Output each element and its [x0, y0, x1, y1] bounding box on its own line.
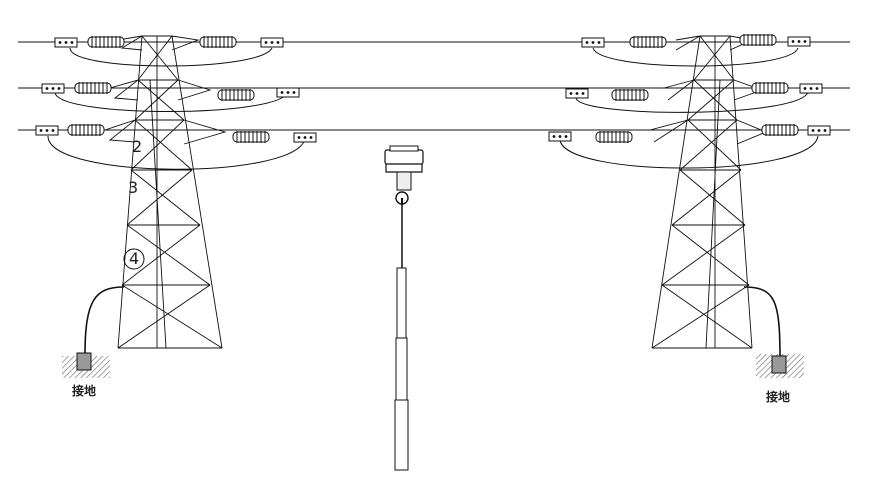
- grounding-electrode-left-icon: [62, 352, 110, 378]
- insulator-icon: [739, 33, 777, 47]
- clamp-icon: [581, 37, 605, 48]
- insulator-icon: [199, 35, 237, 49]
- insulator-icon: [217, 88, 255, 102]
- tower-label-2: 2: [132, 137, 143, 156]
- clamp-icon: [35, 125, 59, 136]
- clamp-icon: [565, 88, 589, 99]
- tower-label-3: 3: [128, 178, 139, 197]
- label-4-circle: [123, 248, 145, 270]
- insulator-icon: [611, 88, 649, 102]
- clamp-icon: [54, 37, 78, 48]
- tower-left-icon: [104, 35, 227, 349]
- jumpers: [47, 47, 819, 170]
- insulator-icon: [87, 35, 125, 49]
- ground-label-right: 接地: [766, 390, 791, 404]
- tower-right-icon: [649, 35, 768, 349]
- ground-label-left: 接地: [72, 384, 97, 398]
- clamp-icon: [293, 132, 317, 143]
- hot-stick-icon: [384, 145, 424, 471]
- insulator-icon: [232, 130, 270, 144]
- grounding-wires: [84, 286, 781, 359]
- clamp-icon: [548, 131, 572, 142]
- clamp-icon: [787, 36, 811, 47]
- insulator-icon: [67, 123, 105, 137]
- insulator-icon: [74, 81, 112, 95]
- insulators-left: [67, 35, 270, 144]
- grounding-electrode-right-icon: [756, 354, 804, 378]
- insulator-icon: [629, 35, 667, 49]
- clamp-icon: [41, 83, 65, 94]
- clamp-icon: [799, 83, 823, 94]
- clamp-icon: [807, 125, 831, 136]
- conductor-lines: [18, 41, 850, 131]
- insulator-icon: [761, 123, 799, 137]
- tower-label-4: 4: [129, 249, 140, 268]
- clamps: [35, 36, 831, 143]
- clamp-icon: [276, 87, 300, 98]
- insulator-icon: [595, 130, 633, 144]
- insulator-icon: [751, 81, 789, 95]
- clamp-icon: [260, 37, 284, 48]
